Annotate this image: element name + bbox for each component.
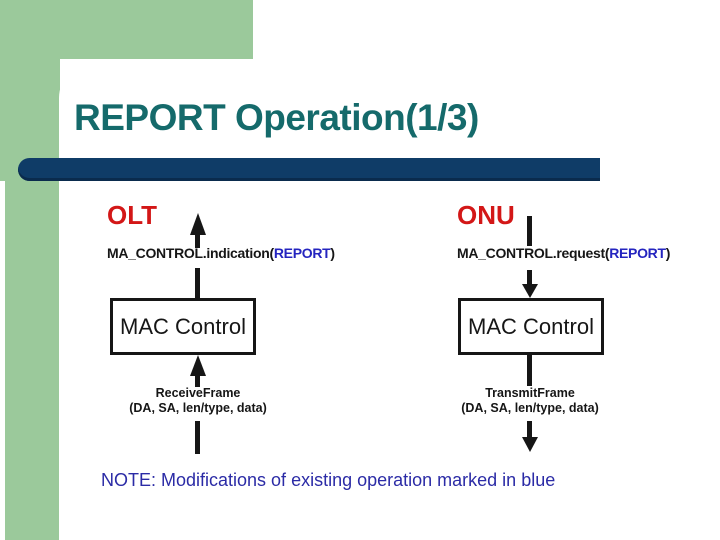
onu-line-below-box [527,355,532,386]
onu-primitive-highlight: REPORT [609,245,666,261]
note-text: NOTE: Modifications of existing operatio… [101,470,556,490]
olt-bottom-line-segment [195,421,200,454]
olt-mac-control-box: MAC Control [110,298,256,355]
olt-frame-params: (DA, SA, len/type, data) [129,401,267,415]
onu-mac-control-label: MAC Control [468,313,594,339]
olt-primitive-highlight: REPORT [273,245,331,261]
olt-top-arrowhead-up-icon [190,213,206,235]
olt-box-bottom-arrowhead-up-icon [190,355,206,376]
onu-frame-params: (DA, SA, len/type, data) [461,401,599,415]
onu-primitive-suffix: ) [665,245,671,261]
onu-line-above-box [527,270,532,284]
olt-primitive-suffix: ) [330,245,335,261]
background-green-strip-bottom [5,181,60,540]
onu-frame-label: TransmitFrame [485,386,575,400]
onu-bottom-line-segment [527,421,532,437]
onu-box-top-arrowhead-down-icon [522,284,538,298]
olt-upper-line-segment [195,234,200,248]
olt-mac-control-label: MAC Control [120,313,246,339]
background-green-strip-top [0,0,60,181]
olt-line-above-box [195,268,200,298]
onu-bottom-arrowhead-down-icon [522,437,538,452]
olt-label: OLT [107,200,158,230]
onu-upper-line-segment [527,216,532,246]
olt-frame-label: ReceiveFrame [155,386,241,400]
title-underline-bar [18,158,600,181]
slide-title: REPORT Operation(1/3) [74,97,479,138]
onu-label: ONU [457,200,515,230]
olt-primitive-text: MA_CONTROL.indication(REPORT) [107,245,335,261]
olt-primitive-prefix: MA_CONTROL.indication( [107,245,274,261]
onu-primitive-prefix: MA_CONTROL.request( [457,245,610,261]
onu-mac-control-box: MAC Control [458,298,604,355]
onu-primitive-text: MA_CONTROL.request(REPORT) [457,245,670,261]
olt-line-below-box [195,376,200,387]
